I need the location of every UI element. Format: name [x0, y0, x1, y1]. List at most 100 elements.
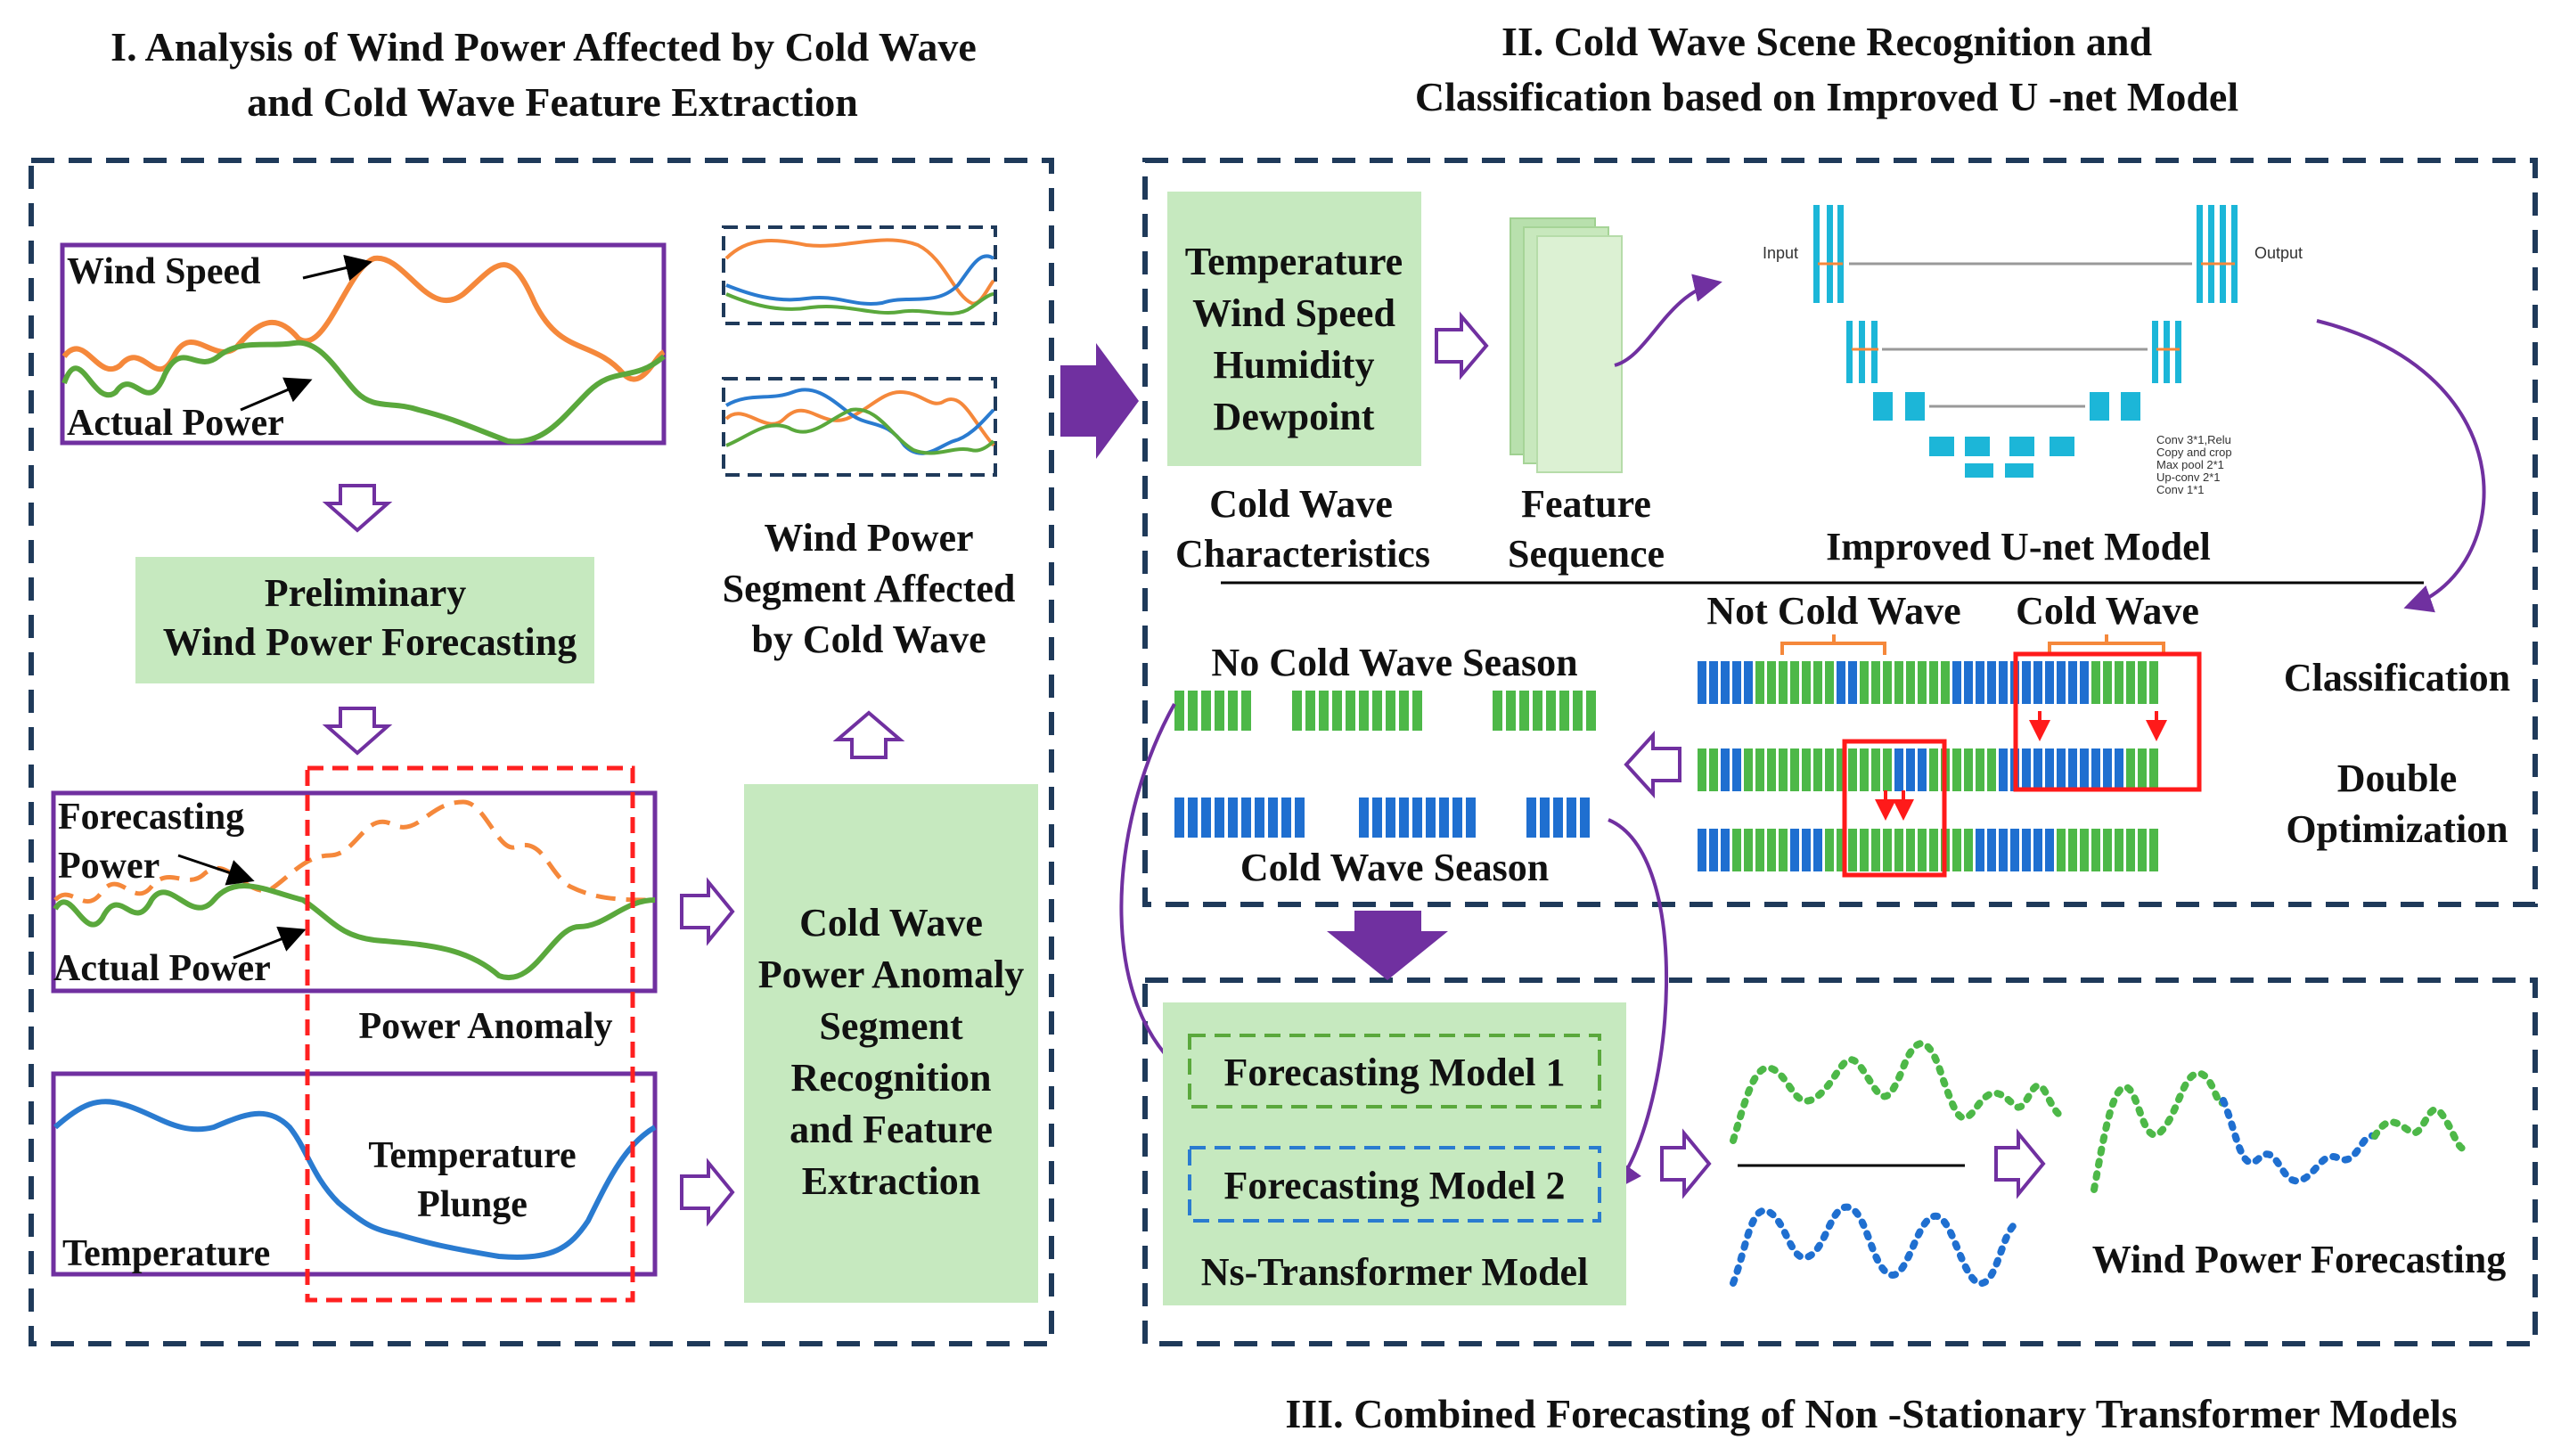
- sequence-bar: [1918, 748, 1927, 791]
- sequence-bar: [1860, 748, 1869, 791]
- section1-frame: [29, 158, 1054, 1346]
- unet-to-classification-arrow: [2316, 319, 2486, 613]
- sequence-bar: [1860, 829, 1869, 871]
- wind-speed-curve: [61, 255, 666, 382]
- sequence-to-unet-arrow: [1614, 274, 1722, 367]
- feature-seq-line2: Sequence: [1508, 532, 1665, 576]
- season-bar: [1526, 798, 1536, 838]
- model2-label: Forecasting Model 2: [1224, 1164, 1566, 1207]
- anomaly-extraction-box: [744, 784, 1038, 1303]
- sequence-bar: [1848, 748, 1857, 791]
- sequence-bar: [1999, 661, 2008, 704]
- temperature-plunge-line1: Temperature: [368, 1135, 576, 1176]
- sequence-bar: [1883, 661, 1892, 704]
- sequence-bar: [1952, 829, 1961, 871]
- sequence-bar: [1802, 748, 1811, 791]
- sequence-bar: [2057, 661, 2066, 704]
- sequence-bar: [1755, 748, 1764, 791]
- forecasting-label-line1: Forecasting: [58, 797, 244, 838]
- sequence-bar: [1999, 829, 2008, 871]
- thumb1-green: [725, 292, 994, 315]
- anomaly-window: [305, 765, 635, 1303]
- sequence-bar: [1860, 661, 1869, 704]
- sequence-bar: [1964, 748, 1973, 791]
- sequence-bar: [1894, 748, 1903, 791]
- sequence-bar: [1964, 829, 1973, 871]
- season-bar: [1546, 691, 1556, 731]
- season-bar: [1319, 691, 1329, 731]
- sequence-bar: [1952, 748, 1961, 791]
- sequence-bar: [2033, 829, 2042, 871]
- sequence-bar: [1929, 748, 1938, 791]
- forecasting-pointer: [177, 854, 255, 886]
- unet-legend-3: Max pool 2*1: [2156, 458, 2224, 471]
- season-bar: [1359, 691, 1369, 731]
- model1-output-curve: [1730, 1040, 2062, 1144]
- preliminary-forecasting-box: [135, 557, 594, 683]
- unet-legend-1: Conv 3*1,Relu: [2156, 433, 2231, 446]
- sequence-bar: [2080, 661, 2089, 704]
- cold-wave-brace: [2048, 634, 2165, 655]
- not-cold-wave-label: Not Cold Wave: [1706, 589, 1960, 633]
- up-arrow: [832, 710, 905, 759]
- sequence-bar: [1848, 829, 1857, 871]
- final-forecast-green-right: [2371, 1106, 2472, 1152]
- sequence-bar: [1964, 661, 1973, 704]
- sequence-bar: [1918, 829, 1927, 871]
- double-line1: Double: [2337, 757, 2457, 800]
- section3-title: III. Combined Forecasting of Non -Statio…: [1285, 1391, 2457, 1436]
- sequence-bar: [1987, 829, 1996, 871]
- thumb2-green: [725, 407, 995, 455]
- preliminary-line1: Preliminary: [265, 571, 466, 615]
- sequence-bar: [1918, 661, 1927, 704]
- feature-sheet-front: [1536, 235, 1623, 473]
- anomaly-line1: Cold Wave: [799, 901, 983, 945]
- no-cold-wave-to-model1-arrow: [1119, 703, 1200, 1084]
- model1-box: [1188, 1034, 1601, 1108]
- season-bar: [1241, 798, 1251, 838]
- season-bar: [1359, 798, 1369, 838]
- season-bar: [1573, 691, 1583, 731]
- season-bar: [1586, 691, 1596, 731]
- section2-title-line2: Classification based on Improved U -net …: [1415, 74, 2238, 119]
- unet-input-label: Input: [1763, 244, 1798, 262]
- sequence-bar: [2033, 748, 2042, 791]
- wind-speed-pointer: [302, 254, 372, 282]
- sequence-bar: [2126, 748, 2135, 791]
- feature-dewpoint: Dewpoint: [1214, 395, 1375, 438]
- sequence-bar: [1721, 661, 1730, 704]
- temperature-curve: [53, 1099, 657, 1260]
- section1-title-line2: and Cold Wave Feature Extraction: [247, 79, 858, 125]
- season-bar: [1426, 798, 1436, 838]
- sequence-bar: [1929, 829, 1938, 871]
- ns-transformer-label: Ns-Transformer Model: [1201, 1250, 1589, 1294]
- sequence-bar: [1732, 748, 1741, 791]
- sequence-bar: [1721, 829, 1730, 871]
- cold-wave-season-label: Cold Wave Season: [1240, 846, 1549, 889]
- sequence-bar: [2057, 748, 2066, 791]
- double-line2: Optimization: [2286, 807, 2508, 851]
- forecast-power-curve: [53, 799, 656, 904]
- sequence-bar: [1837, 748, 1845, 791]
- season-bar: [1241, 691, 1251, 731]
- sequence-bar: [2091, 829, 2100, 871]
- sequence-bar: [1709, 829, 1718, 871]
- unet-diagram: Input Output: [1763, 205, 2303, 496]
- sequence-bar: [1987, 661, 1996, 704]
- sequence-bar: [1790, 829, 1799, 871]
- sequence-bar: [2068, 829, 2077, 871]
- sequence-bar: [1779, 661, 1788, 704]
- sequence-bar: [2138, 661, 2147, 704]
- season-groups: [1174, 691, 1596, 838]
- power-anomaly-label: Power Anomaly: [358, 1006, 612, 1047]
- season-bar: [1292, 691, 1302, 731]
- sequence-bar: [1976, 829, 1984, 871]
- season-bar: [1201, 691, 1211, 731]
- feature-humidity: Humidity: [1214, 343, 1375, 387]
- sequence-bar: [1976, 748, 1984, 791]
- sequence-bar: [1825, 661, 1834, 704]
- sequence-bar: [2149, 748, 2158, 791]
- sequence-bar: [2045, 661, 2054, 704]
- season-bar: [1188, 691, 1198, 731]
- sequence-bar: [1813, 661, 1822, 704]
